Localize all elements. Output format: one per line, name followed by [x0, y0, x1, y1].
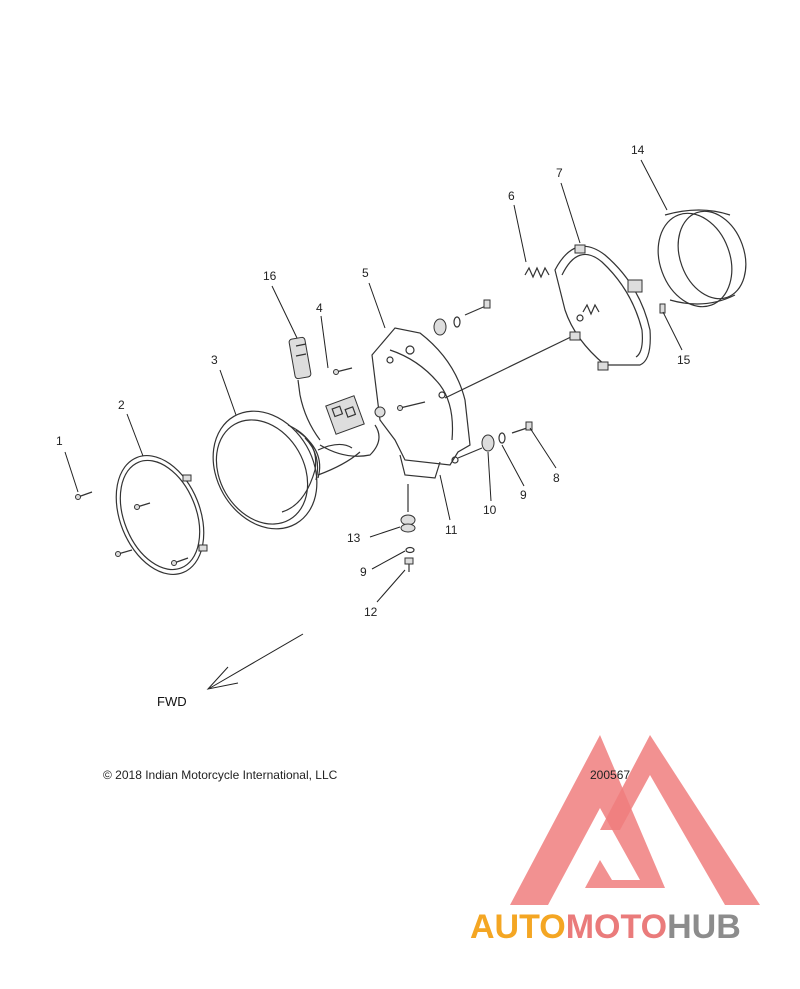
diagram-number: 200567	[590, 768, 630, 782]
callout-11: 11	[445, 523, 458, 537]
spring	[524, 266, 600, 316]
callout-13: 13	[347, 531, 361, 545]
callout-16: 16	[263, 269, 277, 283]
callout-4: 4	[316, 301, 323, 315]
brand-moto: MOTO	[566, 908, 667, 946]
callout-6: 6	[508, 189, 515, 203]
rubber-boot	[657, 209, 747, 308]
callout-1: 1	[56, 434, 63, 448]
fwd-label: FWD	[157, 694, 187, 709]
callout-12: 12	[364, 605, 378, 619]
brand-auto: AUTO	[470, 908, 566, 946]
connector	[288, 336, 312, 396]
brand-hub: HUB	[667, 908, 741, 946]
wire-harness	[299, 394, 380, 457]
callout-2: 2	[118, 398, 125, 412]
retaining-ring	[554, 244, 651, 371]
forward-arrow	[206, 633, 304, 690]
callout-labels: 1 2 3 4 5 16 6 7 14 15 8 9 10 11 13 9 12	[56, 143, 691, 619]
callout-5: 5	[362, 266, 369, 280]
callout-3: 3	[211, 353, 218, 367]
callout-15: 15	[677, 353, 691, 367]
bracket-bolts	[397, 334, 576, 411]
trim-ring	[115, 454, 208, 576]
callout-9b: 9	[360, 565, 367, 579]
leader-lines	[64, 159, 683, 603]
lower-bolt-assembly	[457, 421, 533, 459]
watermark-brand: AUTOMOTOHUB	[470, 908, 741, 946]
copyright-text: © 2018 Indian Motorcycle International, …	[103, 768, 338, 782]
upper-spacer	[433, 299, 491, 336]
callout-8: 8	[553, 471, 560, 485]
callout-10: 10	[483, 503, 497, 517]
callout-7: 7	[556, 166, 563, 180]
small-screw	[333, 367, 353, 375]
mounting-bracket	[371, 327, 471, 479]
headlamp-unit	[212, 410, 361, 530]
callout-9a: 9	[520, 488, 527, 502]
small-pin	[659, 303, 666, 314]
grommet-stack	[400, 484, 416, 572]
callout-14: 14	[631, 143, 645, 157]
automotohub-logo	[510, 735, 760, 905]
ring-screws	[75, 491, 189, 566]
